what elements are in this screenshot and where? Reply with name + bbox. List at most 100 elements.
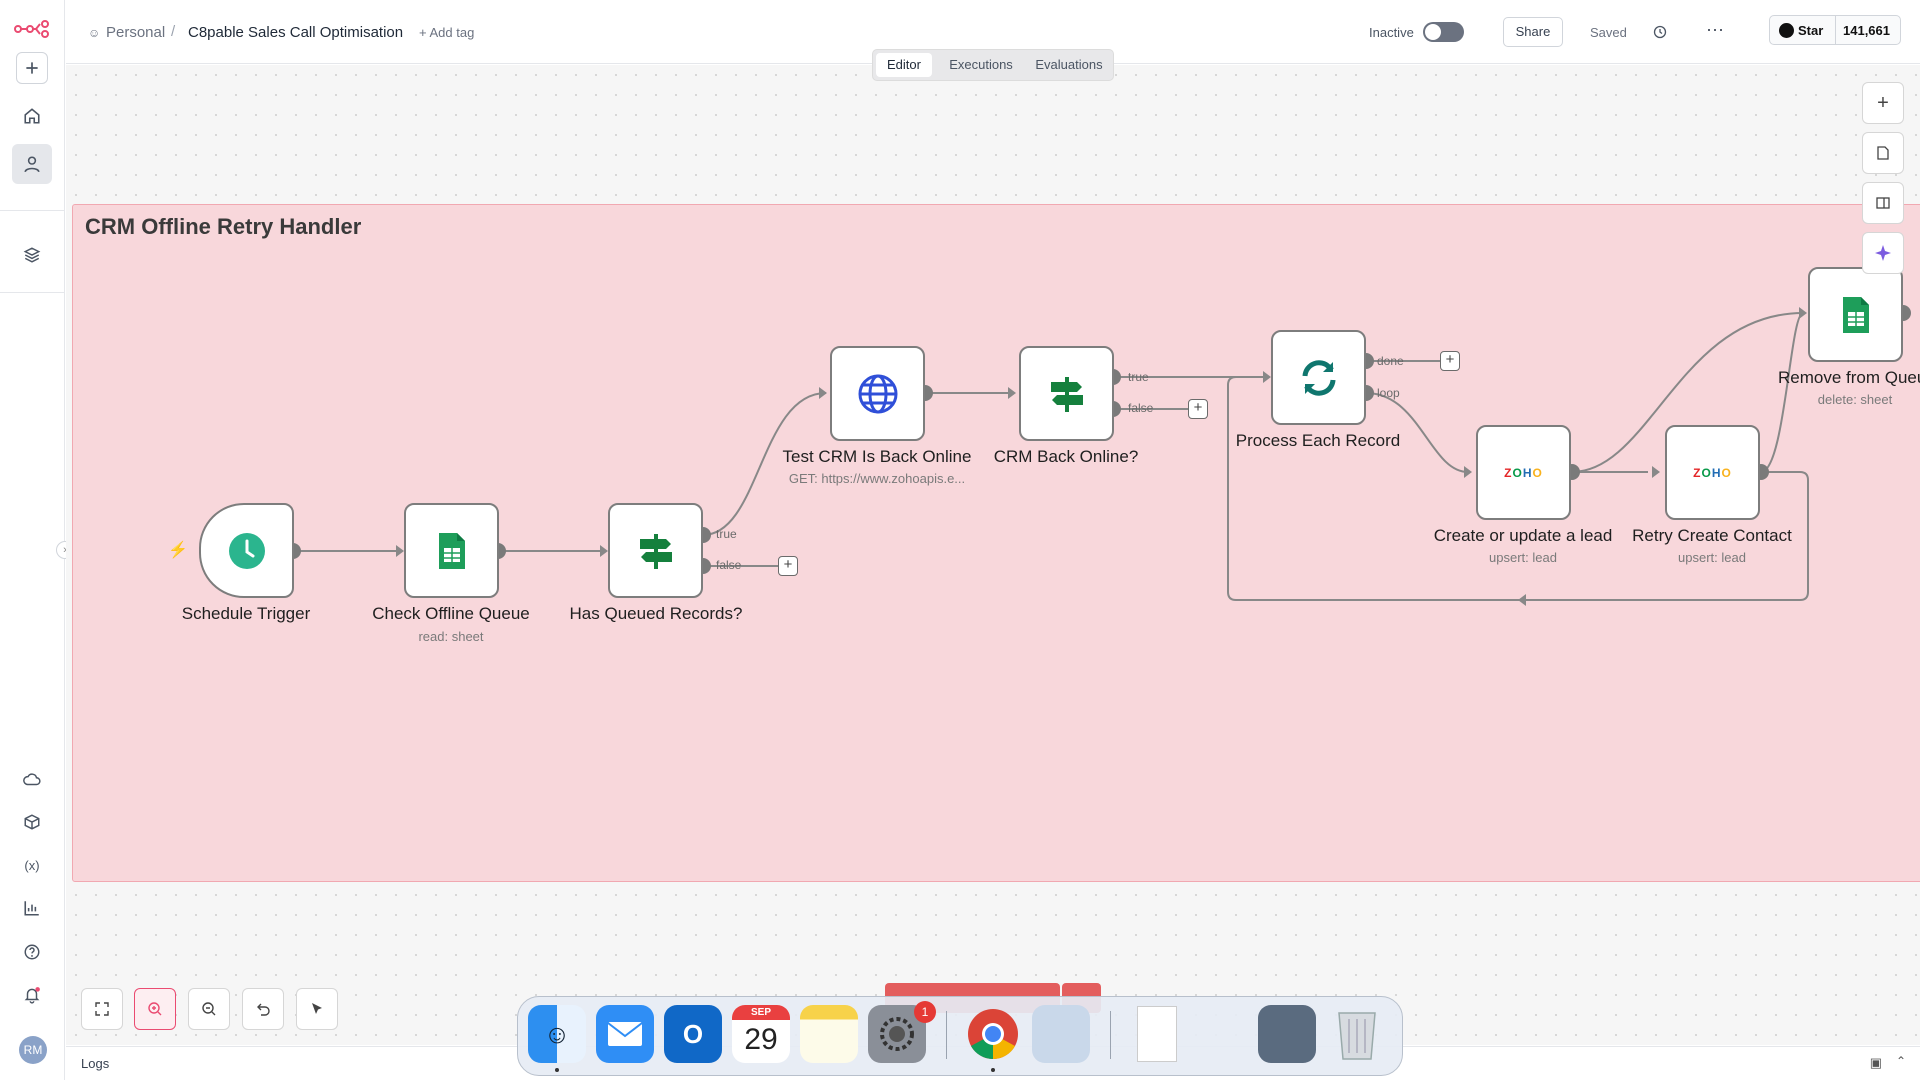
history-icon[interactable]: [1652, 24, 1668, 40]
node-label: Create or update a lead: [1433, 526, 1613, 545]
share-button[interactable]: Share: [1503, 17, 1563, 47]
workflow-name[interactable]: C8pable Sales Call Optimisation: [188, 24, 404, 41]
sticky-note[interactable]: [72, 204, 1920, 882]
saved-status: Saved: [1590, 25, 1627, 40]
star-count: 141,661: [1843, 23, 1890, 38]
macos-dock: ☺ O SEP 29 1: [517, 996, 1403, 1076]
node-create-or-update-lead[interactable]: ZOHO: [1476, 425, 1571, 520]
chrome-icon[interactable]: [964, 1005, 1022, 1063]
finder-icon[interactable]: ☺: [528, 1005, 586, 1063]
zoom-to-fit-icon[interactable]: [81, 988, 123, 1030]
zoom-out-icon[interactable]: [188, 988, 230, 1030]
node-label: Process Each Record: [1235, 431, 1401, 450]
connection-line: [702, 392, 827, 536]
node-check-offline-queue[interactable]: [404, 503, 499, 598]
zoho-icon: ZOHO: [1693, 465, 1732, 480]
notes-icon[interactable]: [1862, 132, 1904, 174]
star-divider: [1835, 16, 1836, 44]
plus-icon[interactable]: [16, 52, 48, 84]
sidebar-divider: [0, 292, 65, 293]
notes-app-icon[interactable]: [800, 1005, 858, 1063]
node-label: CRM Back Online?: [993, 447, 1139, 466]
panel-icon[interactable]: [1862, 182, 1904, 224]
arrow-head: [1008, 387, 1016, 399]
arrow-head: [1263, 371, 1271, 383]
arrow-head: [819, 387, 827, 399]
view-tabs: Editor Executions Evaluations: [872, 49, 1114, 81]
preview-icon[interactable]: [1032, 1005, 1090, 1063]
sheets-icon: [438, 532, 465, 569]
outlook-icon[interactable]: O: [664, 1005, 722, 1063]
node-retry-create-contact[interactable]: ZOHO: [1665, 425, 1760, 520]
downloads-stack-icon[interactable]: [1258, 1005, 1316, 1063]
clock-icon: [228, 532, 265, 569]
port-label-false: false: [716, 558, 742, 572]
zoom-in-icon[interactable]: [134, 988, 176, 1030]
logs-label: Logs: [81, 1056, 110, 1071]
undo-icon[interactable]: [242, 988, 284, 1030]
port-label-false: false: [1128, 401, 1154, 415]
node-subtitle: read: sheet: [418, 629, 484, 644]
port-label-true: true: [1128, 370, 1149, 384]
share-label: Share: [1515, 24, 1551, 39]
node-remove-from-queue[interactable]: [1808, 267, 1903, 362]
sheets-icon: [1842, 296, 1869, 333]
node-label: Check Offline Queue: [372, 604, 530, 623]
template-icon[interactable]: [12, 802, 52, 842]
arrow-head: [1652, 466, 1660, 478]
add-tag-button[interactable]: + Add tag: [419, 25, 475, 40]
chevron-up-icon[interactable]: ⌃: [1895, 1054, 1906, 1068]
layers-icon[interactable]: [12, 235, 52, 275]
add-node-panel-button[interactable]: +: [1862, 82, 1904, 124]
github-star-widget[interactable]: Star 141,661: [1769, 15, 1901, 45]
tab-editor-label: Editor: [887, 57, 921, 72]
add-node-button[interactable]: +: [1188, 399, 1208, 419]
running-indicator: [991, 1068, 995, 1072]
logo-icon[interactable]: [14, 20, 50, 38]
trash-icon[interactable]: [1328, 1005, 1386, 1063]
help-icon[interactable]: [12, 932, 52, 972]
node-process-each-record[interactable]: [1271, 330, 1366, 425]
popout-icon[interactable]: ▣: [1869, 1055, 1882, 1070]
avatar[interactable]: RM: [19, 1036, 47, 1064]
port-label-done: done: [1377, 354, 1404, 368]
insights-icon[interactable]: [12, 888, 52, 928]
arrow-head: [396, 545, 404, 557]
active-toggle[interactable]: [1423, 22, 1464, 42]
user-icon[interactable]: [12, 144, 52, 184]
dock-separator: [946, 1011, 947, 1059]
breadcrumb-personal[interactable]: Personal: [106, 24, 166, 41]
port-label-loop: loop: [1377, 386, 1400, 400]
node-label: Remove from Queu: [1778, 368, 1920, 387]
tab-executions[interactable]: Executions: [941, 53, 1021, 77]
arrow-head: [1464, 466, 1472, 478]
calendar-month: SEP: [732, 1005, 790, 1020]
node-crm-back-online[interactable]: [1019, 346, 1114, 441]
node-has-queued-records[interactable]: [608, 503, 703, 598]
left-sidebar: › (x) RM: [0, 0, 74, 1080]
node-subtitle: upsert: lead: [1678, 550, 1746, 565]
node-schedule-trigger[interactable]: [199, 503, 294, 598]
node-subtitle: GET: https://www.zohoapis.e...: [788, 471, 966, 486]
pointer-icon[interactable]: [296, 988, 338, 1030]
cloud-icon[interactable]: [12, 760, 52, 800]
tab-evaluations[interactable]: Evaluations: [1028, 53, 1110, 77]
node-test-crm-online[interactable]: [830, 346, 925, 441]
calendar-icon[interactable]: SEP 29: [732, 1005, 790, 1063]
add-node-button[interactable]: +: [1440, 351, 1460, 371]
variables-icon[interactable]: (x): [24, 857, 40, 873]
home-icon[interactable]: [12, 96, 52, 136]
tab-editor[interactable]: Editor: [876, 53, 932, 77]
add-node-button[interactable]: +: [778, 556, 798, 576]
mail-icon[interactable]: [596, 1005, 654, 1063]
sparkle-icon[interactable]: [1862, 232, 1904, 274]
bell-icon[interactable]: [12, 975, 52, 1015]
calendar-day: 29: [744, 1023, 778, 1056]
more-icon[interactable]: ⋯: [1706, 20, 1724, 40]
plus-icon: +: [1877, 91, 1889, 114]
globe-icon: [858, 374, 897, 413]
port-label-true: true: [716, 527, 737, 541]
document-icon[interactable]: [1128, 1005, 1186, 1063]
signpost-icon: [639, 533, 672, 569]
breadcrumb-separator: /: [171, 23, 176, 40]
